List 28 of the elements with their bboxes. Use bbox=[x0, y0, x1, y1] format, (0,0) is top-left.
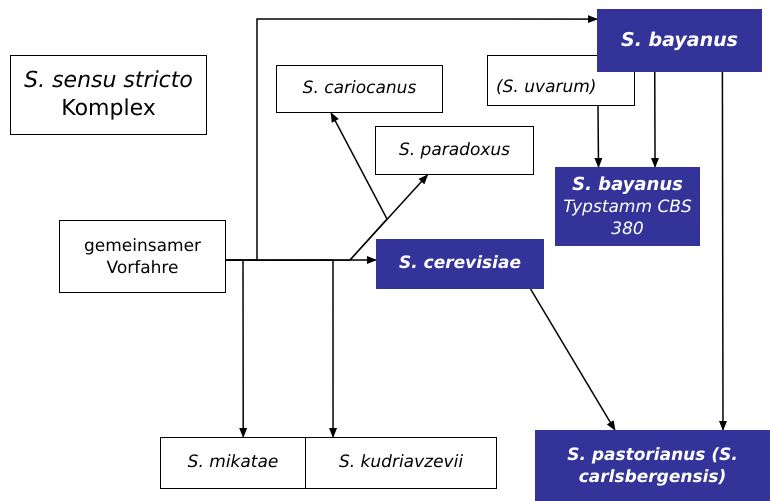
species-name: Typstamm CBS 380 bbox=[562, 196, 693, 240]
species-box bbox=[276, 65, 443, 113]
species-name: S. cerevisiae bbox=[399, 252, 521, 276]
species-box bbox=[376, 239, 544, 289]
species-name: S. mikatae bbox=[188, 451, 278, 474]
arrow bbox=[226, 259, 338, 438]
species-name: S. cariocanus bbox=[302, 77, 416, 100]
arrow bbox=[530, 288, 616, 431]
species-box bbox=[375, 126, 534, 175]
arrow bbox=[594, 106, 602, 168]
species-box bbox=[305, 437, 497, 489]
species-box bbox=[10, 55, 207, 135]
species-name: S. bayanus bbox=[621, 28, 738, 54]
species-box bbox=[59, 220, 226, 293]
title-text: S. sensu stricto Komplex bbox=[23, 67, 194, 123]
species-box bbox=[555, 167, 700, 246]
species-box bbox=[160, 437, 306, 489]
species-box bbox=[487, 55, 635, 106]
arrow bbox=[651, 72, 660, 168]
arrow bbox=[718, 72, 727, 431]
species-name: S. kudriavzevii bbox=[338, 451, 464, 474]
species-name: S. paradoxus bbox=[398, 138, 510, 162]
species-name: (S. uvarum) bbox=[496, 76, 596, 98]
species-box bbox=[535, 430, 770, 501]
species-name: S. pastorianus (S. carlsbergensis) bbox=[566, 444, 739, 488]
species-name: S. bayanus bbox=[572, 174, 683, 196]
species-box bbox=[597, 9, 762, 72]
species-name: gemeinsamer Vorfahre bbox=[82, 234, 202, 278]
